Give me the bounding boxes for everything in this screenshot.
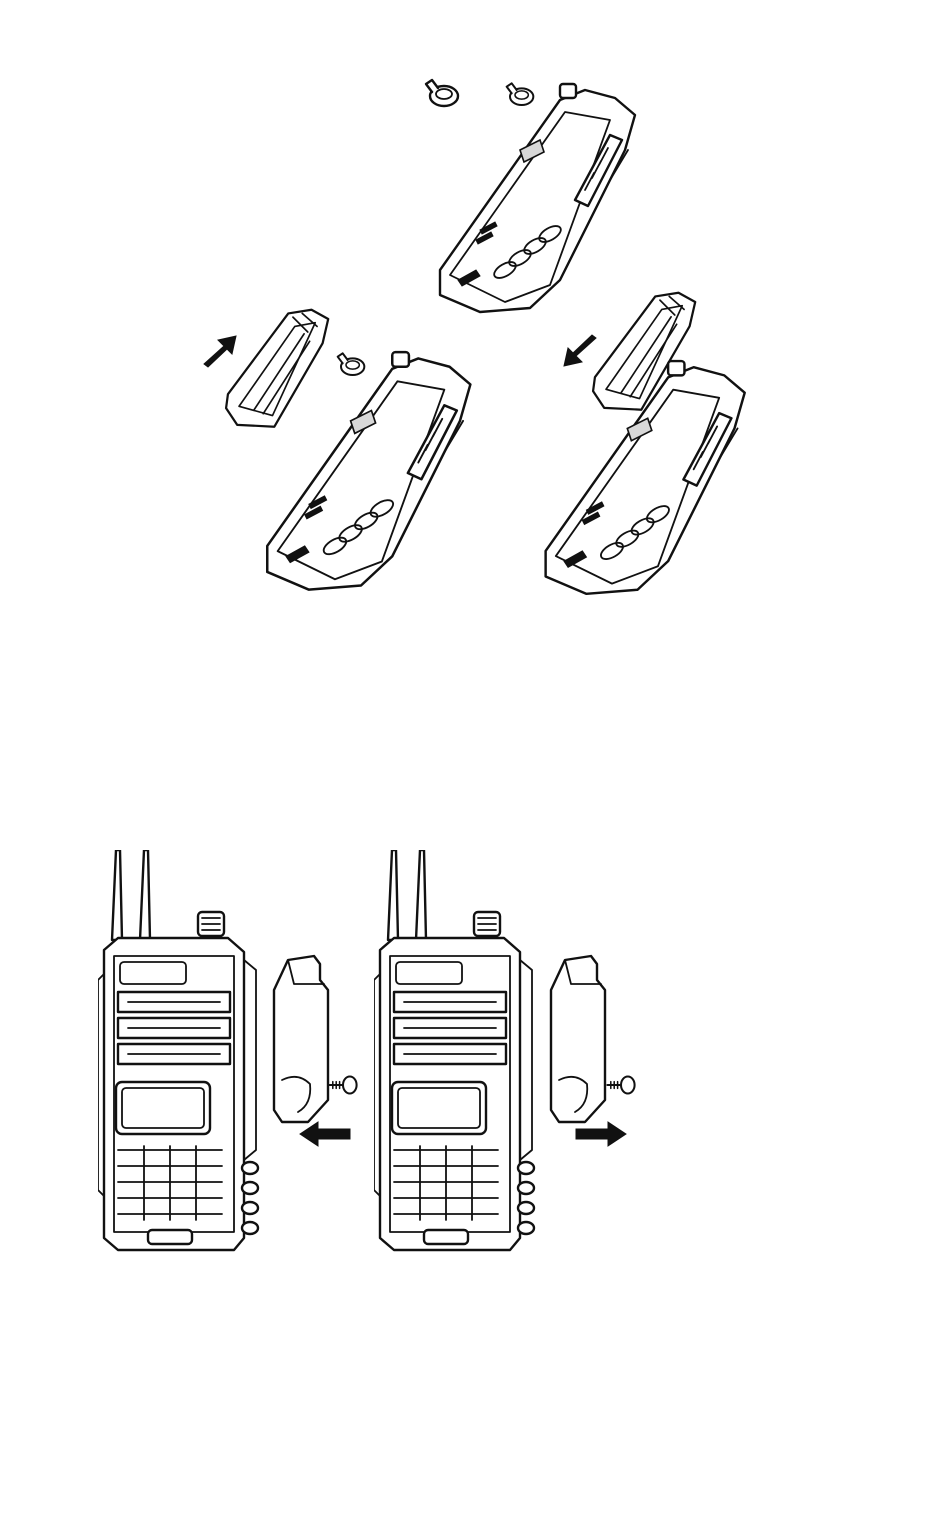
screw-icon [502, 80, 538, 110]
radio-front-image [98, 850, 278, 1540]
screw-icon [420, 76, 464, 112]
arrow-down-left [560, 330, 600, 370]
radio-front-image [374, 850, 554, 1540]
arrow-left-icon [298, 1120, 354, 1148]
arrow-down-left-icon [560, 330, 600, 370]
screw-h-left [326, 1072, 360, 1098]
side-cover-detach [374, 850, 554, 1540]
arrow-up-right [200, 332, 240, 372]
screw-left [420, 76, 464, 112]
arrow-right-icon [572, 1120, 628, 1148]
side-cover-right [545, 950, 615, 1130]
clip-installation [515, 285, 760, 605]
side-cover-attach [98, 850, 278, 1540]
screw-right [502, 80, 538, 110]
side-cover-left [268, 950, 338, 1130]
screw-icon [334, 350, 368, 380]
screw-icon [326, 1072, 360, 1098]
screw-icon [604, 1072, 638, 1098]
screw-h-right [604, 1072, 638, 1098]
arrow-up-right-icon [200, 332, 240, 372]
side-cover-image [545, 950, 615, 1130]
side-cover-image [268, 950, 338, 1130]
arrow-right [572, 1120, 628, 1148]
arrow-left [298, 1120, 354, 1148]
screw-center [334, 350, 368, 380]
clip-installation-image [515, 285, 760, 605]
